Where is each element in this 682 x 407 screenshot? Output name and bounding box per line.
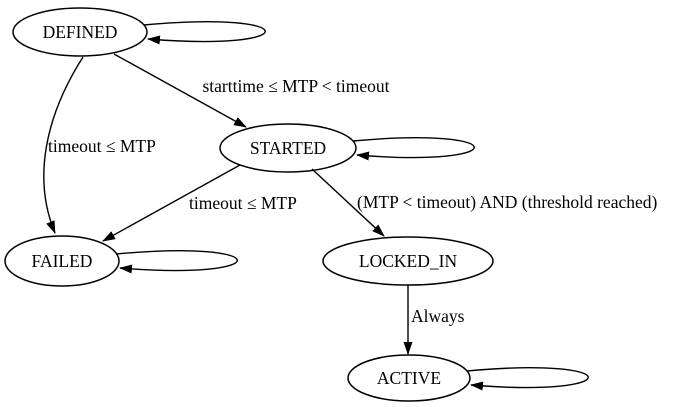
state-node-defined: DEFINED: [12, 7, 148, 57]
state-label-failed: FAILED: [32, 251, 93, 271]
state-ellipse-active: [347, 354, 471, 402]
edge-label-lockedin-active: Always: [411, 306, 465, 326]
state-label-locked-in: LOCKED_IN: [359, 251, 458, 271]
state-ellipse-failed: [4, 235, 120, 287]
state-node-active: ACTIVE: [347, 354, 471, 402]
state-ellipse-started: [219, 123, 357, 173]
state-ellipse-locked-in: [322, 236, 494, 286]
edge-label-started-lockedin: (MTP < timeout) AND (threshold reached): [357, 192, 658, 212]
edges-layer: starttime ≤ MTP < timeout timeout ≤ MTP …: [43, 21, 658, 391]
state-label-defined: DEFINED: [43, 22, 118, 42]
edge-label-defined-failed: timeout ≤ MTP: [48, 136, 156, 156]
edge-started-failed: [102, 164, 241, 242]
state-label-started: STARTED: [250, 138, 326, 158]
edge-defined-started: [113, 53, 247, 128]
edge-label-defined-started: starttime ≤ MTP < timeout: [202, 76, 389, 96]
edge-started-lockedin: [311, 168, 385, 237]
edge-defined-failed: [43, 56, 84, 234]
edge-defined-self: [143, 21, 266, 45]
nodes-layer: DEFINED STARTED FAILED LOCKED_IN ACTIVE: [4, 7, 494, 402]
edge-label-started-failed: timeout ≤ MTP: [189, 193, 297, 213]
edge-started-self: [352, 137, 475, 161]
state-ellipse-defined: [12, 7, 148, 57]
edge-active-self: [466, 367, 589, 391]
state-node-failed: FAILED: [4, 235, 120, 287]
state-label-active: ACTIVE: [377, 368, 441, 388]
edge-failed-self: [115, 250, 238, 274]
state-node-locked-in: LOCKED_IN: [322, 236, 494, 286]
state-node-started: STARTED: [219, 123, 357, 173]
